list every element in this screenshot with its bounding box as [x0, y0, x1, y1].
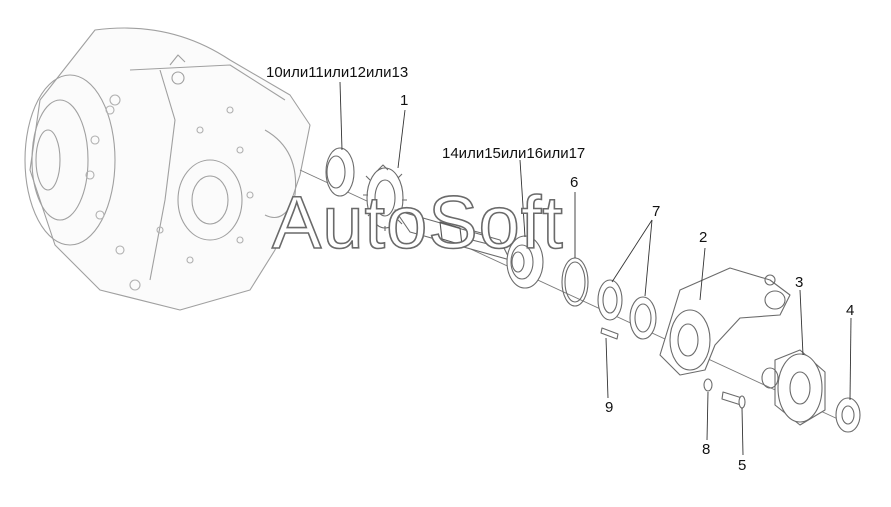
- snap-ring-6: [561, 257, 589, 307]
- oil-seal-10-13: [325, 147, 355, 197]
- pin-9: [600, 327, 619, 340]
- callout-2: 2: [699, 229, 708, 246]
- flange-3: [761, 349, 826, 426]
- callout-1: 1: [400, 92, 409, 109]
- callout-6: 6: [570, 174, 579, 191]
- callout-4: 4: [846, 302, 855, 319]
- callout-7: 7: [652, 203, 661, 220]
- lever-flange-2: [659, 267, 791, 376]
- gearbox-housing: [24, 27, 311, 311]
- watermark: AutoSoft: [271, 180, 564, 265]
- callout-14-17: 14или15или16или17: [442, 145, 586, 162]
- leader-lines: [339, 81, 852, 456]
- spacer-ring-7a: [597, 279, 623, 321]
- washer-8: [703, 378, 713, 392]
- spacer-ring-7b: [629, 296, 657, 340]
- callout-5: 5: [738, 457, 747, 474]
- gear-shaft-1: [363, 164, 511, 261]
- callout-8: 8: [702, 441, 711, 458]
- bolt-5: [721, 391, 746, 409]
- bearing-14-17: [506, 235, 544, 289]
- callout-10-13: 10или11или12или13: [266, 64, 409, 81]
- nut-4: [835, 397, 861, 433]
- callout-3: 3: [795, 274, 804, 291]
- callout-9: 9: [605, 399, 614, 416]
